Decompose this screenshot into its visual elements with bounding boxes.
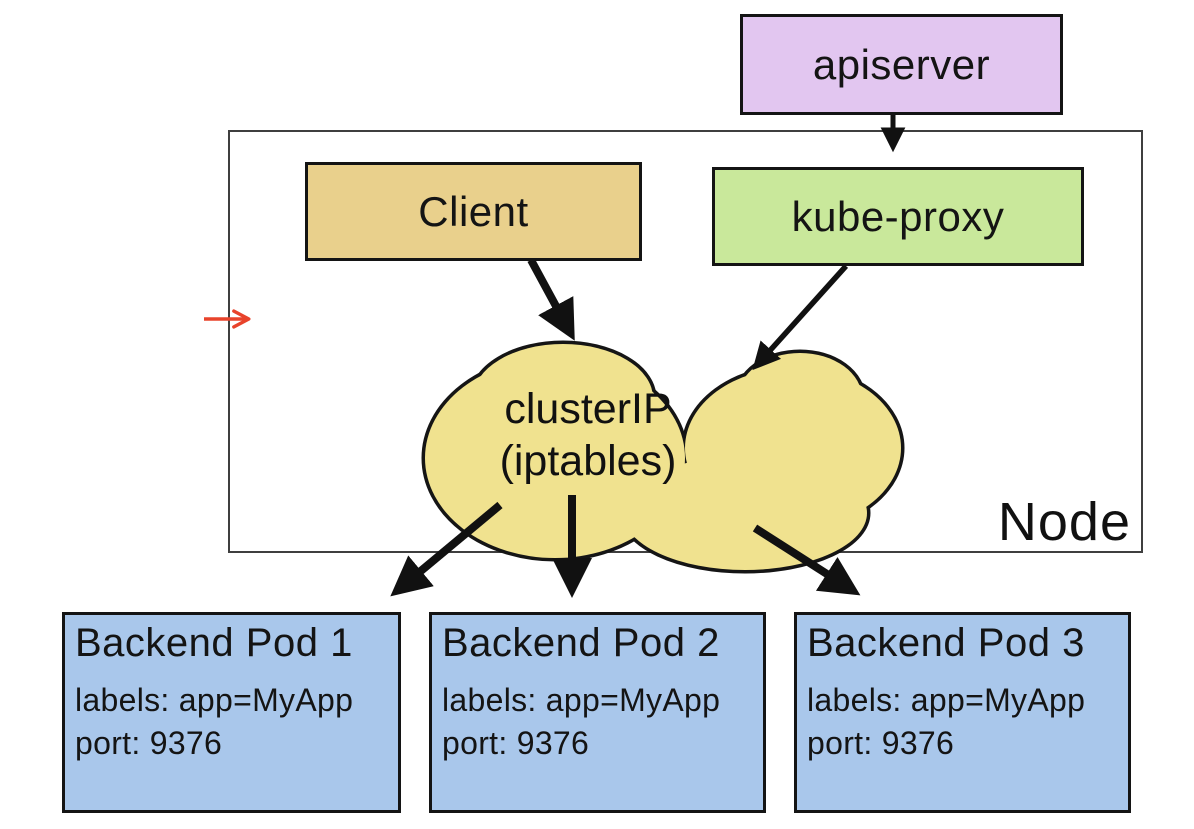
kube-proxy-box: kube-proxy	[712, 167, 1084, 266]
backend-pod-3-box: Backend Pod 3 labels: app=MyApp port: 93…	[794, 612, 1131, 813]
backend-pod-1-port: port: 9376	[75, 725, 223, 762]
client-box: Client	[305, 162, 642, 261]
backend-pod-2-title: Backend Pod 2	[442, 621, 720, 665]
backend-pod-2-box: Backend Pod 2 labels: app=MyApp port: 93…	[429, 612, 766, 813]
backend-pod-3-labels: labels: app=MyApp	[807, 682, 1086, 718]
backend-pod-2-labels: labels: app=MyApp	[442, 682, 721, 718]
arrow-cluster-ip-to-pod-3	[752, 524, 861, 596]
cluster-ip-cloud	[421, 340, 905, 574]
backend-pod-1-box: Backend Pod 1 labels: app=MyApp port: 93…	[62, 612, 401, 813]
backend-pod-3-port: port: 9376	[807, 725, 955, 762]
backend-pod-1-labels: labels: app=MyApp	[75, 682, 354, 718]
client-label: Client	[418, 187, 529, 235]
apiserver-box: apiserver	[740, 14, 1063, 115]
kube-proxy-label: kube-proxy	[791, 192, 1005, 240]
cluster-ip-label: clusterIP (iptables)	[447, 384, 729, 487]
apiserver-label: apiserver	[812, 40, 991, 88]
backend-pod-3-title: Backend Pod 3	[807, 621, 1085, 665]
node-label: Node	[997, 492, 1131, 553]
arrow-kube-proxy-to-cluster-ip	[752, 264, 849, 371]
arrow-client-to-cluster-ip	[527, 258, 575, 341]
backend-pod-1-title: Backend Pod 1	[75, 621, 353, 665]
cluster-ip-label-line1: clusterIP	[504, 385, 672, 433]
cluster-ip-label-line2: (iptables)	[499, 436, 677, 485]
arrow-cluster-ip-to-pod-1	[390, 501, 503, 597]
backend-pod-2-port: port: 9376	[442, 725, 590, 762]
